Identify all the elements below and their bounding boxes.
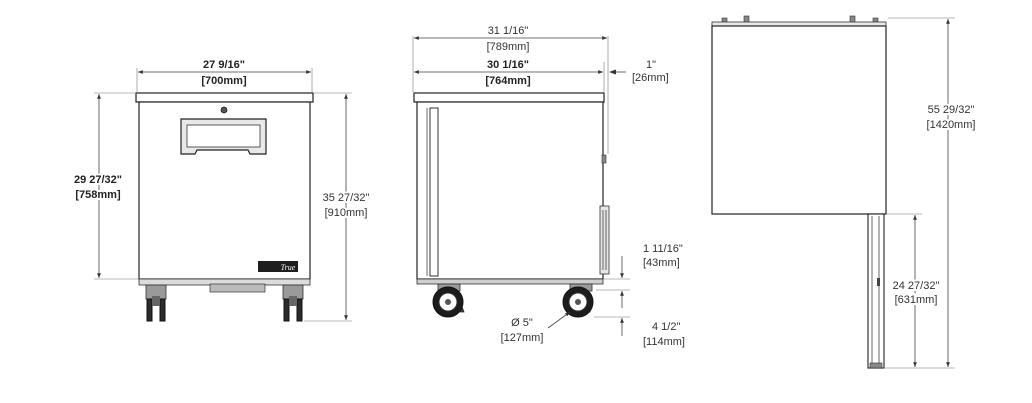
door-height-metric: [631mm]: [895, 294, 938, 306]
front-handle-recess: [186, 124, 261, 148]
side-door-edge: [429, 107, 439, 277]
side-overall-depth-metric: [789mm]: [487, 41, 530, 53]
side-compressor-housing: [599, 205, 610, 275]
side-view: 31 1/16" [789mm] 30 1/16" [764mm] 1" [26…: [412, 25, 685, 348]
side-front-caster: [432, 283, 465, 318]
side-rear-caster: [562, 283, 594, 318]
front-right-caster: [282, 284, 304, 322]
open-height-metric: [1420mm]: [927, 119, 976, 131]
side-countertop: [413, 92, 605, 103]
side-base-rail: [416, 278, 604, 285]
side-cabinet-body: [416, 101, 604, 280]
front-lock: [220, 106, 228, 114]
open-door-panel: [867, 213, 885, 369]
side-caster-diameter-metric: [127mm]: [501, 332, 544, 344]
side-top-overhang-imperial: 1": [646, 59, 656, 71]
front-width-metric: [700mm]: [201, 75, 247, 87]
side-caster-diameter-imperial: Ø 5": [511, 317, 533, 329]
side-rear-bumper: [601, 154, 607, 164]
side-bottom-clearance-metric: [43mm]: [643, 257, 680, 269]
front-body-height-imperial: 29 27/32": [74, 174, 122, 186]
side-body-depth-metric: [764mm]: [485, 75, 531, 87]
front-logo-badge: [258, 261, 298, 272]
front-countertop: [135, 92, 314, 103]
front-vent: [209, 283, 266, 293]
front-overall-height-imperial: 35 27/32": [323, 192, 370, 204]
door-open-view: 55 29/32" [1420mm] 24 27/32" [631mm]: [711, 15, 977, 369]
front-body-height-metric: [758mm]: [75, 189, 121, 201]
front-width-imperial: 27 9/16": [203, 59, 245, 71]
side-caster-height-imperial: 4 1/2": [652, 321, 680, 333]
side-caster-diameter-leader: [547, 311, 571, 329]
side-caster-height-metric: [114mm]: [643, 336, 685, 348]
door-height-imperial: 24 27/32": [893, 280, 940, 292]
top-view-cabinet: [711, 25, 887, 215]
front-left-caster: [145, 284, 167, 322]
front-overall-height-metric: [910mm]: [325, 207, 368, 219]
front-logo-text: True: [281, 263, 296, 272]
open-door-latch: [877, 278, 880, 286]
side-overall-depth-imperial: 31 1/16": [488, 25, 529, 37]
front-view: True 27 9/16" [700mm] 29 27/32" [758mm]: [72, 59, 371, 322]
side-body-depth-imperial: 30 1/16": [487, 59, 529, 71]
side-top-overhang-metric: [26mm]: [632, 72, 669, 84]
open-height-imperial: 55 29/32": [928, 104, 975, 116]
side-bottom-clearance-imperial: 1 11/16": [643, 243, 683, 255]
